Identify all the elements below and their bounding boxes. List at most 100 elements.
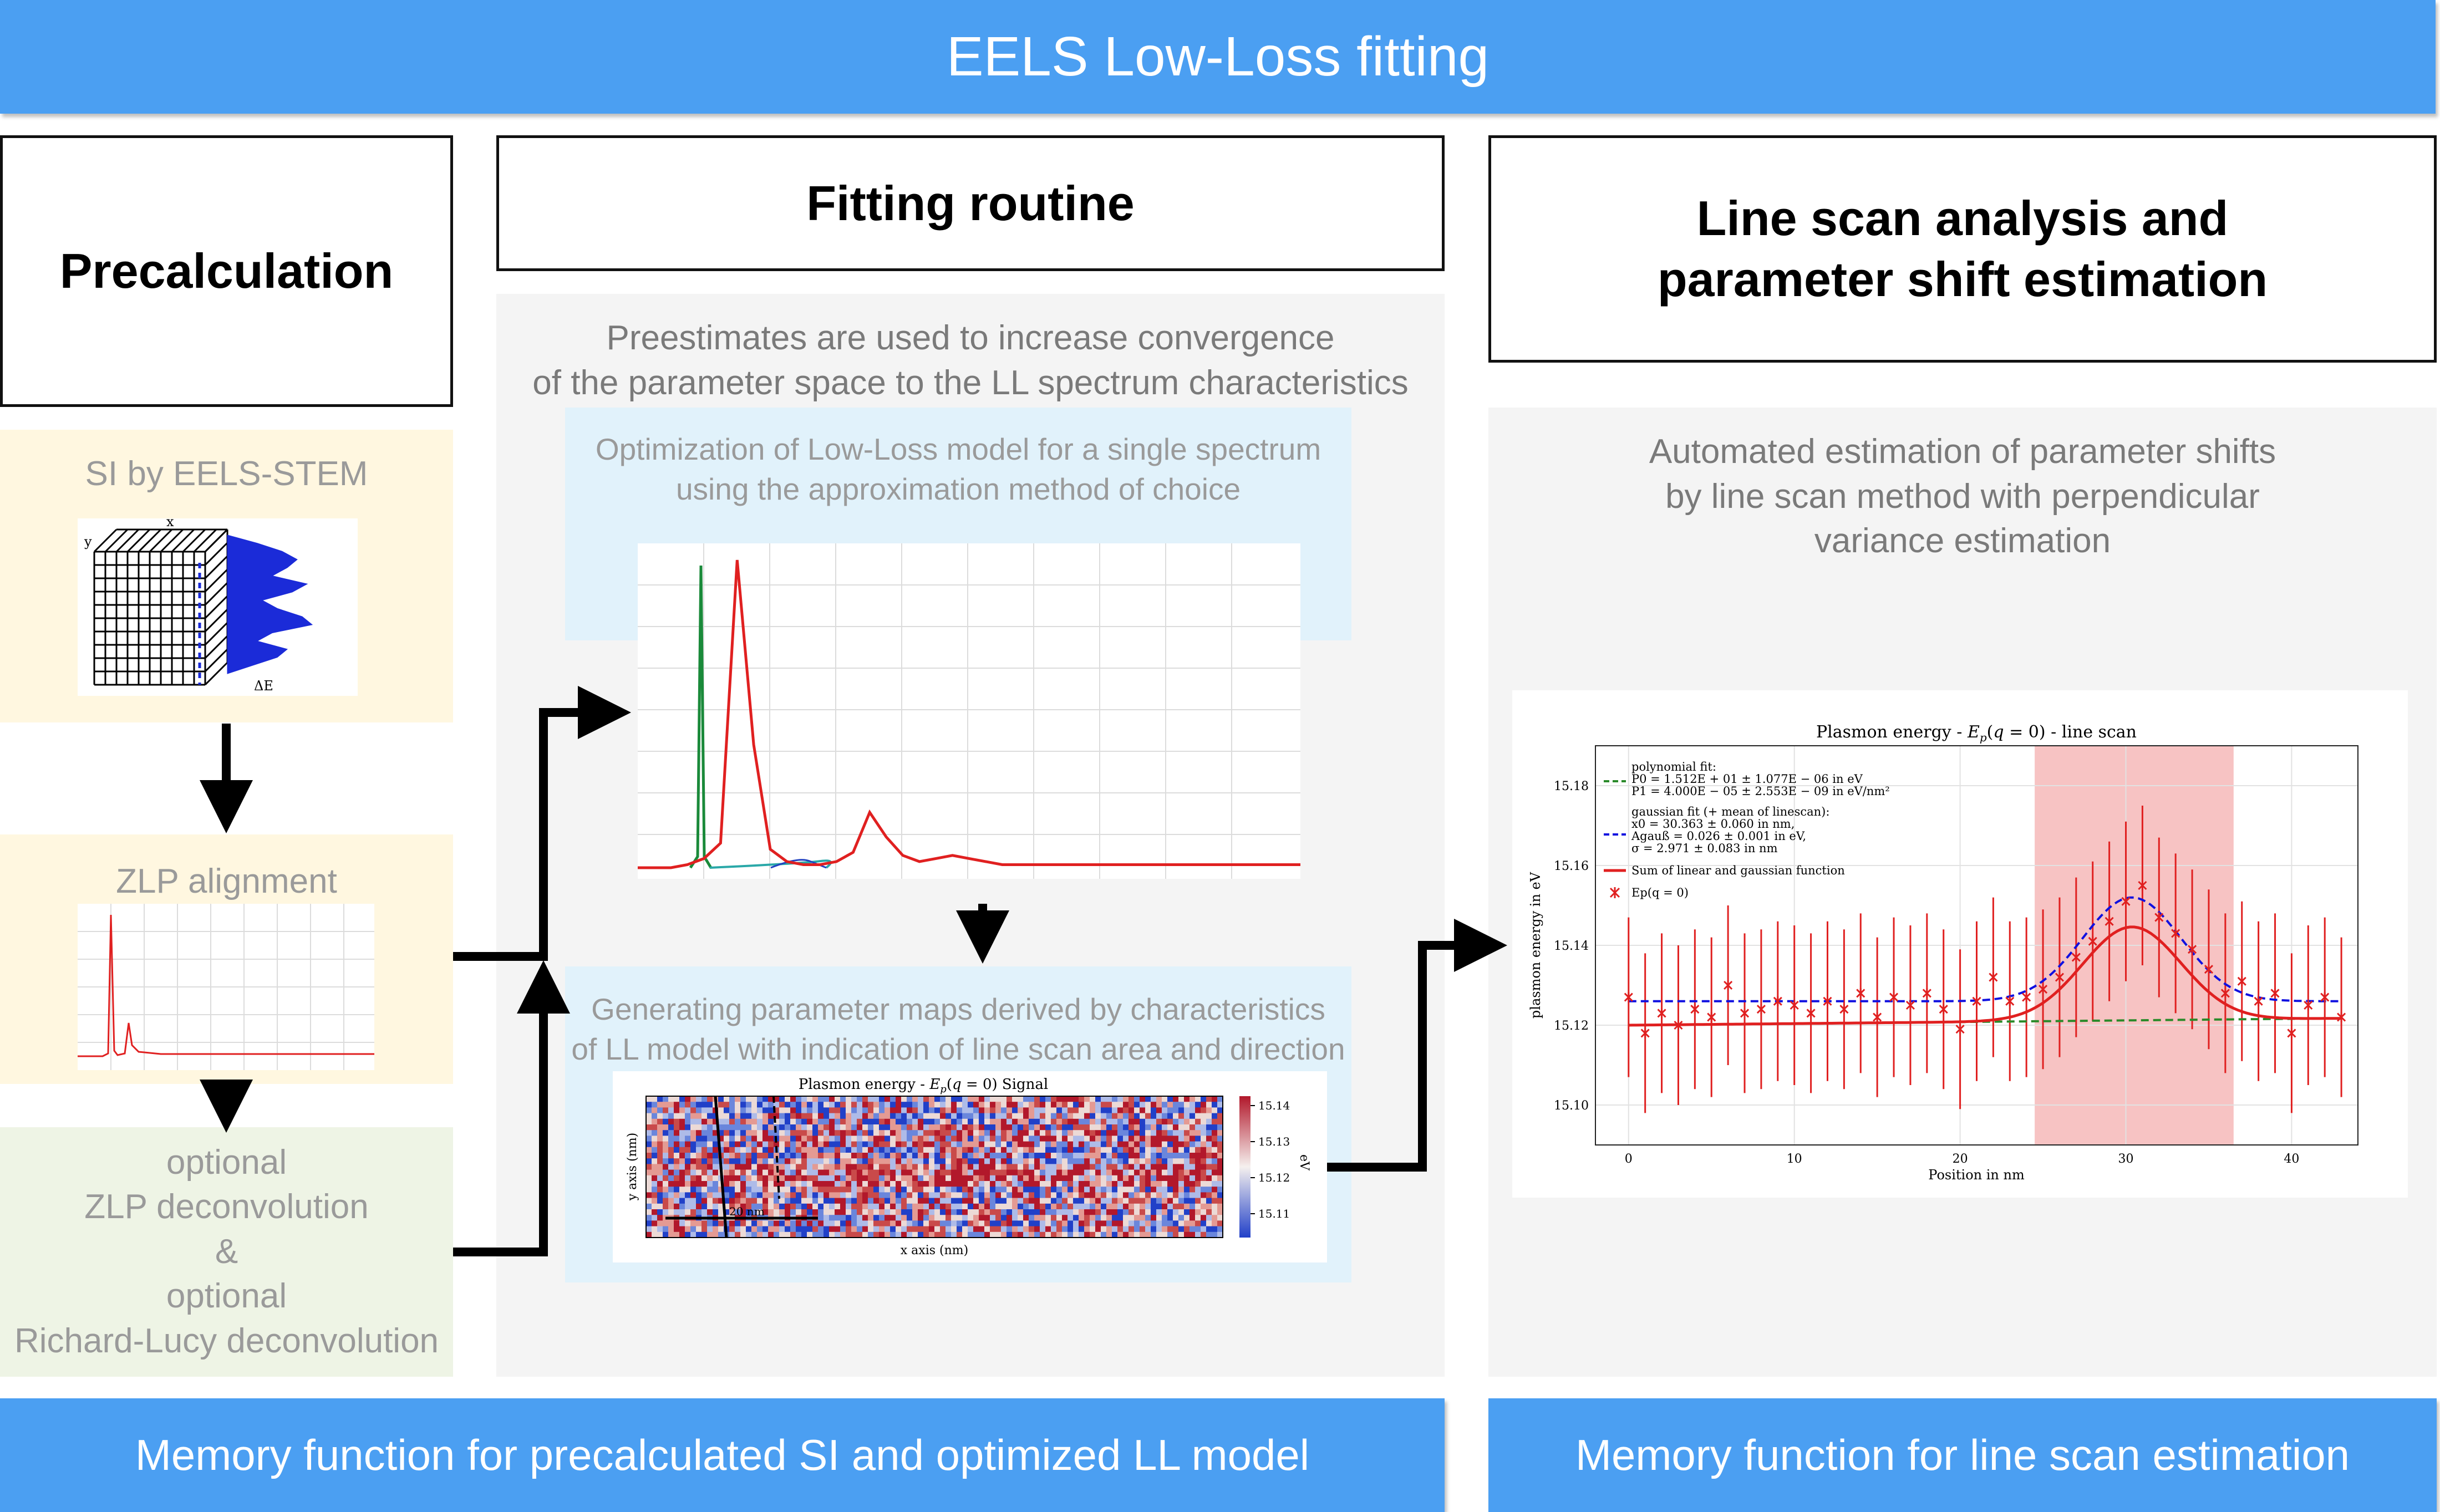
map-cell	[796, 1181, 802, 1187]
map-cell	[1079, 1136, 1085, 1142]
map-cell	[873, 1192, 880, 1198]
map-cell	[995, 1164, 1002, 1170]
map-cell	[824, 1226, 830, 1233]
map-cell	[801, 1130, 807, 1136]
map-cell	[646, 1181, 652, 1187]
map-cell	[713, 1220, 719, 1226]
map-cell	[746, 1209, 752, 1215]
map-cell	[1006, 1118, 1013, 1125]
map-cell	[1173, 1136, 1179, 1142]
map-cell	[685, 1147, 691, 1153]
map-cell	[901, 1187, 907, 1193]
map-cell	[968, 1203, 974, 1210]
map-cell	[824, 1231, 830, 1238]
map-cell	[668, 1209, 674, 1215]
map-cell	[1206, 1102, 1212, 1108]
map-cell	[962, 1226, 968, 1233]
map-cell	[1045, 1164, 1051, 1170]
map-cell	[835, 1102, 841, 1108]
map-cell	[1045, 1096, 1051, 1102]
map-cell	[912, 1209, 918, 1215]
map-cell	[940, 1096, 946, 1102]
map-cell	[1156, 1158, 1162, 1164]
map-cell	[912, 1226, 918, 1233]
map-cell	[835, 1124, 841, 1131]
data-point	[2304, 1000, 2313, 1010]
map-cell	[729, 1231, 735, 1238]
map-cell	[1151, 1107, 1157, 1113]
map-cell	[1073, 1164, 1079, 1170]
map-cell	[1051, 1164, 1057, 1170]
map-cell	[740, 1187, 746, 1193]
map-cell	[923, 1153, 929, 1159]
map-cell	[901, 1107, 907, 1113]
map-cell	[984, 1136, 990, 1142]
map-cell	[768, 1141, 774, 1148]
map-cell	[718, 1209, 724, 1215]
map-cell	[1112, 1198, 1118, 1204]
map-cell	[884, 1141, 891, 1148]
map-cell	[685, 1209, 691, 1215]
map-cell	[818, 1209, 824, 1215]
map-cell	[1034, 1175, 1040, 1182]
map-cell	[790, 1164, 796, 1170]
map-cell	[668, 1187, 674, 1193]
map-cell	[818, 1203, 824, 1210]
map-cell	[901, 1231, 907, 1238]
map-cell	[1178, 1164, 1185, 1170]
map-cell	[984, 1192, 990, 1198]
map-colorbar	[1239, 1096, 1250, 1238]
map-cell	[984, 1158, 990, 1164]
map-cell	[690, 1158, 697, 1164]
map-cell	[663, 1118, 669, 1125]
map-cell	[735, 1203, 741, 1210]
map-cell	[1062, 1118, 1068, 1125]
map-cell	[890, 1124, 896, 1131]
map-cell	[768, 1124, 774, 1131]
map-cell	[934, 1136, 941, 1142]
map-cell	[1040, 1147, 1046, 1153]
map-cell	[1090, 1130, 1096, 1136]
map-cell	[1156, 1141, 1162, 1148]
map-cell	[1195, 1096, 1201, 1102]
map-cell	[918, 1187, 924, 1193]
map-cell	[835, 1164, 841, 1170]
map-cell	[940, 1141, 946, 1148]
map-cell	[1068, 1164, 1074, 1170]
map-cell	[1012, 1124, 1018, 1131]
map-cell	[984, 1198, 990, 1204]
map-cell	[768, 1198, 774, 1204]
map-cell	[818, 1130, 824, 1136]
map-cell	[896, 1209, 902, 1215]
map-cell	[990, 1181, 996, 1187]
map-cell	[812, 1118, 819, 1125]
map-cell	[690, 1102, 697, 1108]
map-cell	[663, 1198, 669, 1204]
map-cell	[1112, 1153, 1118, 1159]
map-cell	[1167, 1209, 1173, 1215]
map-cell	[907, 1153, 913, 1159]
map-cell	[1134, 1169, 1140, 1176]
map-cell	[1195, 1158, 1201, 1164]
map-cell	[835, 1153, 841, 1159]
map-cell	[957, 1215, 963, 1221]
map-cell	[984, 1181, 990, 1187]
map-cell	[1023, 1220, 1029, 1226]
map-cell	[884, 1209, 891, 1215]
map-cell	[1084, 1187, 1090, 1193]
map-cell	[824, 1107, 830, 1113]
map-cell	[1023, 1164, 1029, 1170]
map-cell	[1190, 1096, 1196, 1102]
map-cell	[657, 1096, 663, 1102]
map-cell	[1217, 1175, 1223, 1182]
map-cell	[901, 1153, 907, 1159]
map-cell	[1112, 1226, 1118, 1233]
map-cell	[768, 1226, 774, 1233]
legend-gauss-title: gaussian fit (+ mean of linescan):	[1631, 805, 1829, 818]
map-cell	[702, 1153, 708, 1159]
map-cell	[890, 1198, 896, 1204]
map-cell	[729, 1096, 735, 1102]
map-cell	[940, 1181, 946, 1187]
map-cell	[696, 1198, 702, 1204]
map-cell	[1023, 1130, 1029, 1136]
